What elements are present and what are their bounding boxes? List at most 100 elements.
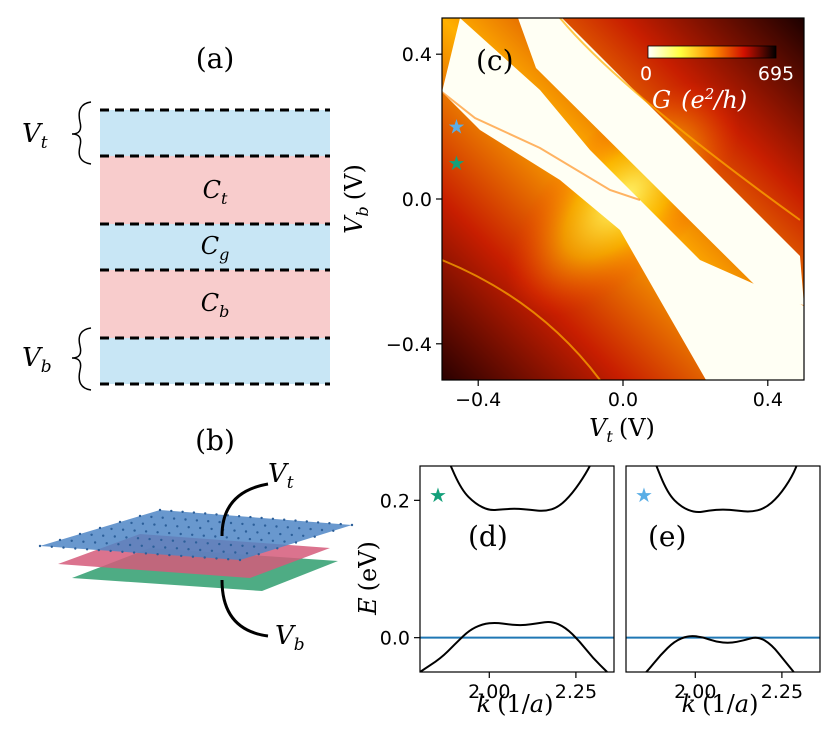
vb-label-a: Vb [22, 343, 52, 377]
c-ylabel-v: V [340, 214, 368, 234]
c-ytick-label: 0.0 [402, 189, 432, 211]
lattice-dot [233, 529, 236, 532]
heatmap-white-region [442, 18, 804, 380]
lattice-dot [82, 540, 85, 543]
lattice-dot [309, 527, 312, 531]
lattice-dot [85, 548, 89, 551]
d-plot-curves [420, 466, 614, 672]
brace-bottom [71, 327, 92, 391]
heatmap-star-marker: ★ [448, 115, 466, 139]
lattice-dot [192, 511, 196, 514]
c-xlabel-unit: (V) [619, 414, 655, 442]
e-plot-xtick-label: 2.25 [761, 681, 803, 703]
lattice-dot [283, 518, 286, 521]
layer-cg-label: Cg [201, 232, 230, 264]
lattice-dot [118, 520, 122, 524]
lattice-dot [199, 548, 202, 552]
lattice-dot [109, 549, 112, 553]
lattice-dot [97, 548, 101, 552]
layer-ct-label: Ct [203, 176, 228, 208]
e-xlabel: k(1/a) [682, 690, 759, 718]
d-ylabel-e: E [354, 597, 382, 616]
lattice-dot [171, 539, 175, 542]
lattice-dot [195, 519, 199, 522]
lattice-dot [187, 526, 190, 529]
lattice-dot [168, 553, 171, 557]
heatmap-area [442, 18, 804, 380]
c-xlabel-sub: t [606, 427, 613, 446]
lattice-dot [158, 508, 162, 512]
c-ylabel: Vb(V) [340, 164, 372, 234]
d-plot-ytick-label: 0.2 [380, 490, 410, 512]
layer-cb [100, 270, 330, 338]
lattice-dot [175, 547, 179, 550]
cg-main: C [201, 232, 219, 260]
lattice-dot [252, 545, 256, 548]
lattice-dot [160, 538, 163, 542]
d-plot-ytick-label: 0.0 [380, 628, 410, 650]
panel-a-label: (a) [196, 42, 235, 75]
e-xlabel-k: k [682, 690, 697, 718]
colorbar-label-rest: /h) [712, 86, 747, 114]
lattice-dot [332, 529, 335, 532]
lattice-dot [93, 541, 97, 544]
c-xtick-label: 0.4 [753, 389, 783, 411]
lattice-dot [226, 514, 229, 517]
lattice-dot [227, 558, 230, 561]
lattice-dot [298, 527, 301, 530]
layer-cb-label: Cb [201, 289, 230, 321]
d-xlabel-close: ) [544, 690, 553, 718]
panel-a: (a) Ct Cg Cb Vt Vb [22, 42, 330, 391]
lattice-dot [78, 532, 82, 536]
d-plot-band-0 [449, 466, 591, 512]
d-xlabel-k: k [477, 690, 492, 718]
lattice-dot [98, 526, 102, 530]
lattice-dot [206, 542, 209, 545]
lattice-dot [218, 542, 221, 546]
heatmap-white-band-1 [518, 18, 804, 305]
lattice-dot [172, 517, 176, 520]
d-xlabel: k(1/a) [477, 690, 554, 718]
lattice-dot [138, 514, 142, 518]
lattice-dot [294, 519, 297, 522]
lattice-dot [241, 522, 244, 526]
d-xlabel-unit: (1/ [497, 690, 531, 718]
lattice-dot [257, 553, 260, 556]
lattice-dot [302, 534, 305, 537]
c-ytick-label: 0.4 [402, 44, 432, 66]
d-plot-band-1 [420, 620, 608, 672]
lattice-dot [168, 531, 171, 535]
lattice-dot [176, 525, 179, 528]
vt-sub-a: t [41, 133, 48, 153]
vt-label-a: Vt [22, 119, 48, 153]
panel-b-label: (b) [195, 424, 235, 457]
lattice-dot [110, 527, 113, 531]
lattice-dot [294, 541, 298, 544]
d-ylabel-unit: (eV) [354, 541, 382, 591]
c-ytick-label: −0.4 [386, 334, 432, 356]
lattice-dot [328, 522, 331, 525]
lattice-dot [207, 520, 210, 523]
cg-sub: g [219, 245, 229, 264]
lattice-dot [102, 534, 105, 537]
lattice-dot [125, 536, 128, 539]
lattice-dot [215, 513, 218, 516]
lattice-dot [181, 510, 184, 513]
lattice-dot [210, 549, 214, 552]
lattice-dot [263, 524, 267, 527]
lattice-dot [117, 543, 120, 546]
lattice-dot [105, 542, 108, 545]
colorbar-max: 695 [758, 63, 794, 85]
e-plot-band-1 [644, 635, 795, 672]
ct-main: C [203, 176, 221, 204]
c-xlabel: Vt(V) [589, 414, 655, 446]
layer-bottom-lead [100, 338, 330, 384]
lattice-dot [286, 526, 289, 529]
vb-main-a: V [22, 343, 43, 373]
lattice-dot [153, 523, 156, 526]
